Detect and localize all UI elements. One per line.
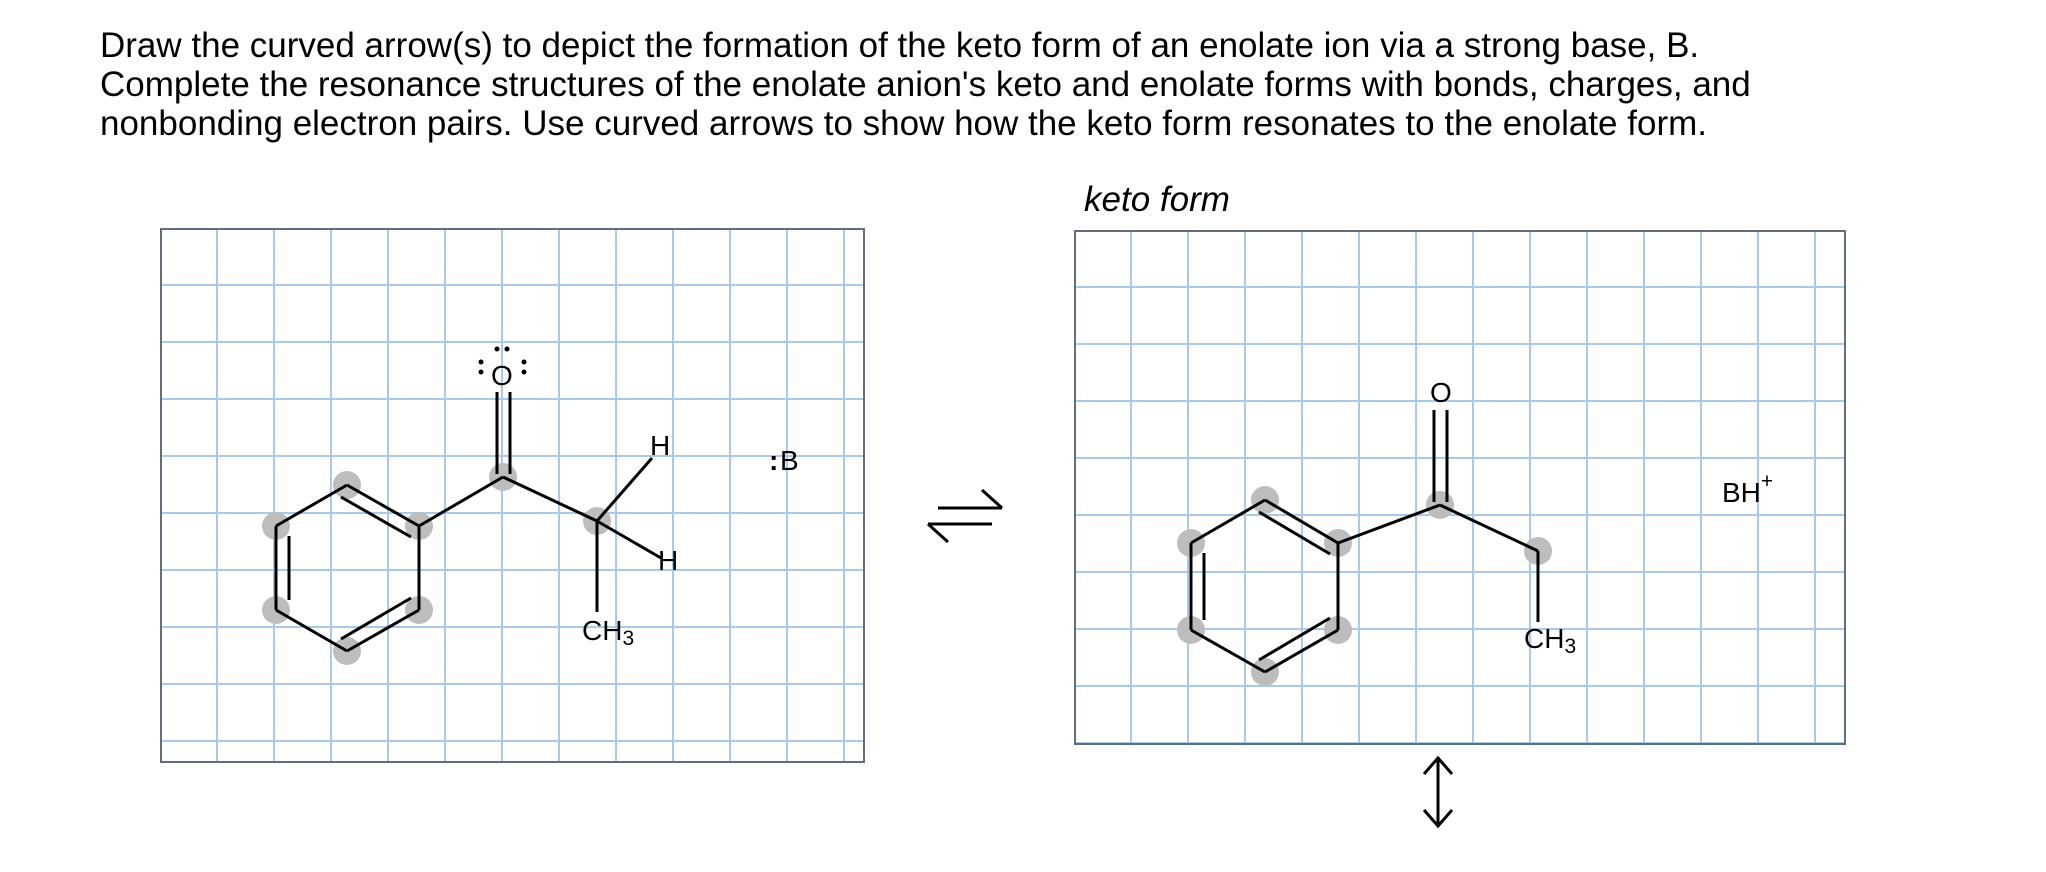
right-canvas-grid [1074, 230, 1846, 745]
left-canvas-grid [160, 228, 865, 763]
keto-form-title: keto form [1084, 180, 1230, 219]
instructions-text: Draw the curved arrow(s) to depict the f… [100, 26, 2020, 143]
resonance-double-arrow-icon [1422, 755, 1454, 829]
equilibrium-arrows-icon [926, 488, 1004, 544]
instruction-line-2: Complete the resonance structures of the… [100, 65, 1751, 104]
instruction-line-3: nonbonding electron pairs. Use curved ar… [100, 104, 1707, 143]
instruction-line-1: Draw the curved arrow(s) to depict the f… [100, 26, 1700, 65]
left-drawing-canvas[interactable] [160, 228, 865, 763]
right-drawing-canvas[interactable] [1074, 230, 1846, 745]
